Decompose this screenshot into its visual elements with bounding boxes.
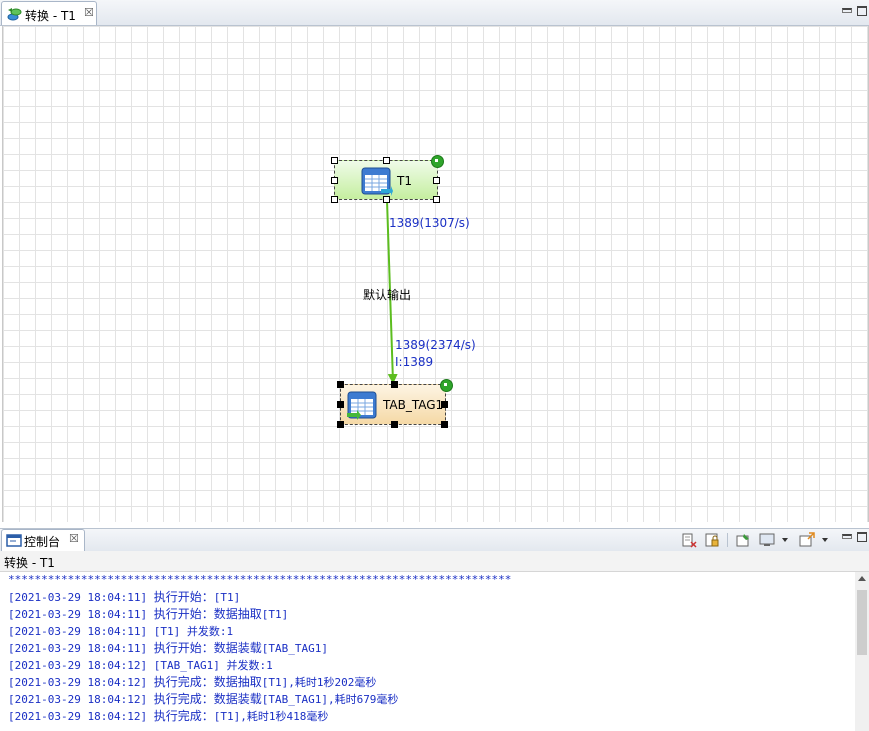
log-timestamp: [2021-03-29 18:04:12] <box>8 676 148 689</box>
step-tab-tag1[interactable]: TAB_TAG1 <box>337 379 453 428</box>
resize-handle[interactable] <box>391 421 398 428</box>
log-timestamp: [2021-03-29 18:04:11] <box>8 625 148 638</box>
hop-target-metric: 1389(2374/s) <box>395 338 476 352</box>
scroll-up-icon[interactable] <box>858 576 866 581</box>
resize-handle[interactable] <box>383 157 390 164</box>
log-timestamp: [2021-03-29 18:04:11] <box>8 591 148 604</box>
log-message: 执行开始：数据装载 <box>153 641 262 655</box>
scroll-thumb[interactable] <box>857 590 867 655</box>
log-line: [2021-03-29 18:04:12] 执行完成：[T1],耗时1秒418毫… <box>8 708 328 724</box>
console-tab-bar: 控制台 ☒ <box>0 528 869 552</box>
console-title: 转换 - T1 <box>4 556 55 570</box>
pin-console-icon[interactable] <box>735 532 751 548</box>
resize-handle[interactable] <box>383 196 390 203</box>
log-timestamp: [2021-03-29 18:04:12] <box>8 659 148 672</box>
log-line: [2021-03-29 18:04:12] 执行完成：数据抽取[T1],耗时1秒… <box>8 674 376 690</box>
log-line: [2021-03-29 18:04:11] [T1] 并发数:1 <box>8 623 233 639</box>
tab-label: 控制台 <box>24 535 61 549</box>
step-label: T1 <box>397 174 412 188</box>
log-argument: [TAB_TAG1] <box>261 642 328 655</box>
minimize-button[interactable] <box>842 8 852 13</box>
resize-handle[interactable] <box>337 421 344 428</box>
status-ok-icon <box>440 379 453 392</box>
log-timestamp: [2021-03-29 18:04:12] <box>8 710 148 723</box>
log-message: 执行开始：数据抽取 <box>153 607 262 621</box>
transformation-icon <box>7 8 22 21</box>
minimize-button[interactable] <box>842 534 852 539</box>
resize-handle[interactable] <box>391 381 398 388</box>
table-input-icon <box>361 167 393 196</box>
toolbar-separator <box>727 533 728 547</box>
resize-handle[interactable] <box>331 196 338 203</box>
tab-transformation-t1[interactable]: 转换 - T1 ☒ <box>1 1 97 25</box>
log-message: 执行完成： <box>153 709 214 723</box>
log-argument: [TAB_TAG1],耗时679毫秒 <box>261 693 399 706</box>
resize-handle[interactable] <box>441 421 448 428</box>
log-message: 执行开始： <box>153 590 214 604</box>
chevron-down-icon[interactable] <box>822 538 828 542</box>
resize-handle[interactable] <box>337 401 344 408</box>
log-message: 执行完成：数据抽取 <box>153 675 262 689</box>
display-console-icon[interactable] <box>759 532 775 548</box>
step-label: TAB_TAG1 <box>383 398 444 412</box>
console-scrollbar[interactable] <box>855 572 869 731</box>
log-argument: [T1] <box>213 591 241 604</box>
resize-handle[interactable] <box>433 177 440 184</box>
transformation-canvas[interactable]: T1 1389(1307/s) 默认输出 1389(2374/s) I:1389… <box>2 26 869 522</box>
log-line: [2021-03-29 18:04:12] 执行完成：数据装载[TAB_TAG1… <box>8 691 398 707</box>
hop-arrow[interactable] <box>386 199 398 384</box>
console-title-bar: 转换 - T1 <box>0 551 869 572</box>
tab-label: 转换 - T1 <box>25 9 76 23</box>
step-t1[interactable]: T1 <box>331 155 444 203</box>
log-line: [2021-03-29 18:04:11] 执行开始：数据装载[TAB_TAG1… <box>8 640 328 656</box>
status-ok-icon <box>431 155 444 168</box>
log-line: [2021-03-29 18:04:11] 执行开始：数据抽取[T1] <box>8 606 288 622</box>
resize-handle[interactable] <box>331 177 338 184</box>
log-argument: [T1],耗时1秒202毫秒 <box>261 676 377 689</box>
resize-handle[interactable] <box>433 196 440 203</box>
close-icon[interactable]: ☒ <box>84 6 94 19</box>
log-argument: [T1],耗时1秒418毫秒 <box>213 710 329 723</box>
console-output[interactable]: ****************************************… <box>2 572 855 731</box>
log-line: [2021-03-29 18:04:11] 执行开始：[T1] <box>8 589 240 605</box>
chevron-down-icon[interactable] <box>782 538 788 542</box>
tab-console[interactable]: 控制台 ☒ <box>1 529 85 551</box>
table-output-icon <box>347 391 377 420</box>
log-argument: [T1] <box>261 608 289 621</box>
log-timestamp: [2021-03-29 18:04:11] <box>8 642 148 655</box>
hop-layer <box>386 199 398 384</box>
log-timestamp: [2021-03-29 18:04:11] <box>8 608 148 621</box>
log-argument: [T1] 并发数:1 <box>153 625 234 638</box>
log-message: 执行完成：数据装载 <box>153 692 262 706</box>
resize-handle[interactable] <box>441 401 448 408</box>
maximize-button[interactable] <box>857 532 867 542</box>
hop-source-metric: 1389(1307/s) <box>389 216 470 230</box>
clear-console-icon[interactable] <box>681 532 697 548</box>
console-icon <box>6 534 22 547</box>
log-timestamp: [2021-03-29 18:04:12] <box>8 693 148 706</box>
open-console-icon[interactable] <box>799 532 815 548</box>
resize-handle[interactable] <box>337 381 344 388</box>
editor-tab-bar: 转换 - T1 ☒ <box>0 0 869 26</box>
scroll-lock-icon[interactable] <box>704 532 720 548</box>
hop-label[interactable]: 默认输出 <box>363 288 412 302</box>
resize-handle[interactable] <box>331 157 338 164</box>
close-icon[interactable]: ☒ <box>69 532 79 545</box>
log-line: [2021-03-29 18:04:12] [TAB_TAG1] 并发数:1 <box>8 657 273 673</box>
maximize-button[interactable] <box>857 6 867 16</box>
log-argument: [TAB_TAG1] 并发数:1 <box>153 659 273 672</box>
console-separator: ****************************************… <box>8 573 512 586</box>
hop-target-input-count: I:1389 <box>395 355 434 369</box>
